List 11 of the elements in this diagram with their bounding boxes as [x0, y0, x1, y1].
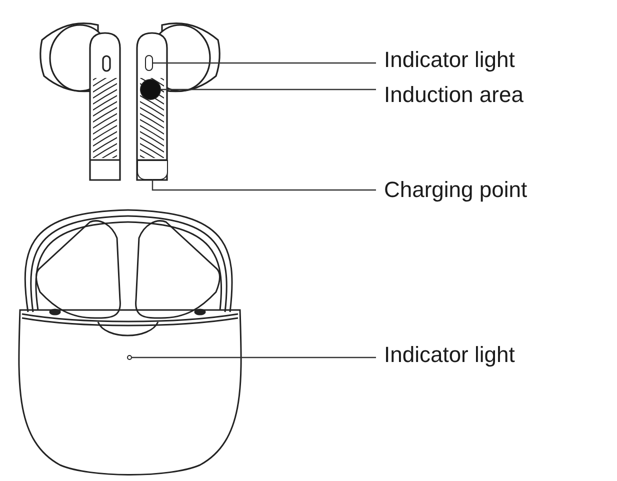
leader-line — [132, 356, 376, 358]
callout-label: Induction area — [376, 82, 524, 108]
indicator-light — [127, 355, 132, 360]
callout-label: Indicator light — [376, 47, 515, 73]
callout-label: Charging point — [376, 177, 528, 203]
leader-line — [153, 62, 376, 64]
callout-label: Indicator light — [376, 342, 515, 368]
leader-line — [161, 88, 376, 90]
charging-contact — [137, 160, 168, 180]
indicator-light — [145, 55, 153, 71]
leader-line — [152, 180, 376, 191]
